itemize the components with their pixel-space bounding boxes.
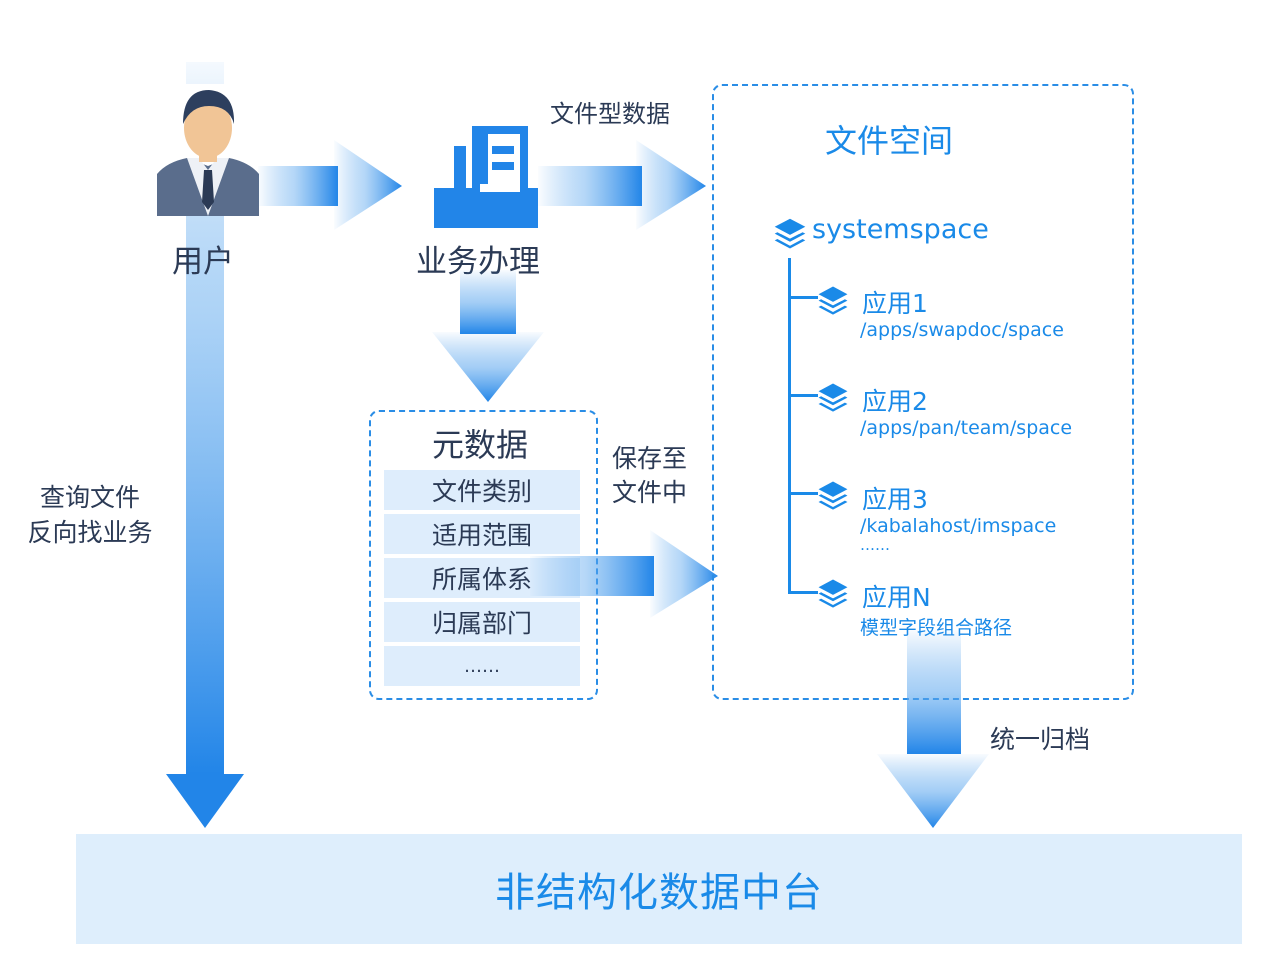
arrow-metadata-to-filespace xyxy=(530,530,718,618)
app-2-name: 应用2 xyxy=(862,387,928,416)
metadata-row-scope: 适用范围 xyxy=(384,514,580,554)
app-2-path: /apps/pan/team/space xyxy=(860,417,1073,439)
app-n-path: 模型字段组合路径 xyxy=(860,617,1013,639)
business-doc-icon xyxy=(434,126,540,230)
user-avatar-icon xyxy=(157,84,259,216)
app-1-name: 应用1 xyxy=(862,289,928,318)
layers-icon xyxy=(816,284,850,318)
app-1-path: /apps/swapdoc/space xyxy=(860,319,1064,341)
metadata-row-more: …… xyxy=(384,646,580,686)
metadata-box xyxy=(369,410,598,700)
arrow-user-to-business xyxy=(258,140,402,230)
app-n-name: 应用N xyxy=(862,583,931,612)
systemspace-label: systemspace xyxy=(812,214,989,245)
tree-trunk xyxy=(788,258,791,594)
data-platform-bar: 非结构化数据中台 xyxy=(76,834,1242,944)
file-type-data-label: 文件型数据 xyxy=(550,100,670,128)
user-label: 用户 xyxy=(172,244,234,280)
layers-icon xyxy=(816,381,850,415)
file-space-title: 文件空间 xyxy=(825,122,954,160)
layers-icon xyxy=(816,479,850,513)
tree-branch-2 xyxy=(788,394,818,397)
query-label: 查询文件 反向找业务 xyxy=(27,483,153,547)
arrow-business-to-metadata xyxy=(432,270,544,402)
arrow-business-to-filespace xyxy=(538,140,706,230)
metadata-row-department: 归属部门 xyxy=(384,602,580,642)
layers-icon xyxy=(816,577,850,611)
metadata-title: 元数据 xyxy=(432,426,529,464)
tree-branch-n xyxy=(788,591,818,594)
tree-branch-3 xyxy=(788,492,818,495)
data-platform-label: 非结构化数据中台 xyxy=(495,870,823,916)
save-to-file-label: 保存至 文件中 xyxy=(612,444,688,507)
app-3-ellipsis: …… xyxy=(860,536,890,554)
app-3-name: 应用3 xyxy=(862,485,928,514)
archive-arrow xyxy=(877,630,989,828)
tree-branch-1 xyxy=(788,296,818,299)
metadata-row-file-category: 文件类别 xyxy=(384,470,580,510)
archive-label: 统一归档 xyxy=(990,725,1091,754)
layers-icon xyxy=(772,216,808,252)
app-3-path: /kabalahost/imspace xyxy=(860,515,1057,537)
